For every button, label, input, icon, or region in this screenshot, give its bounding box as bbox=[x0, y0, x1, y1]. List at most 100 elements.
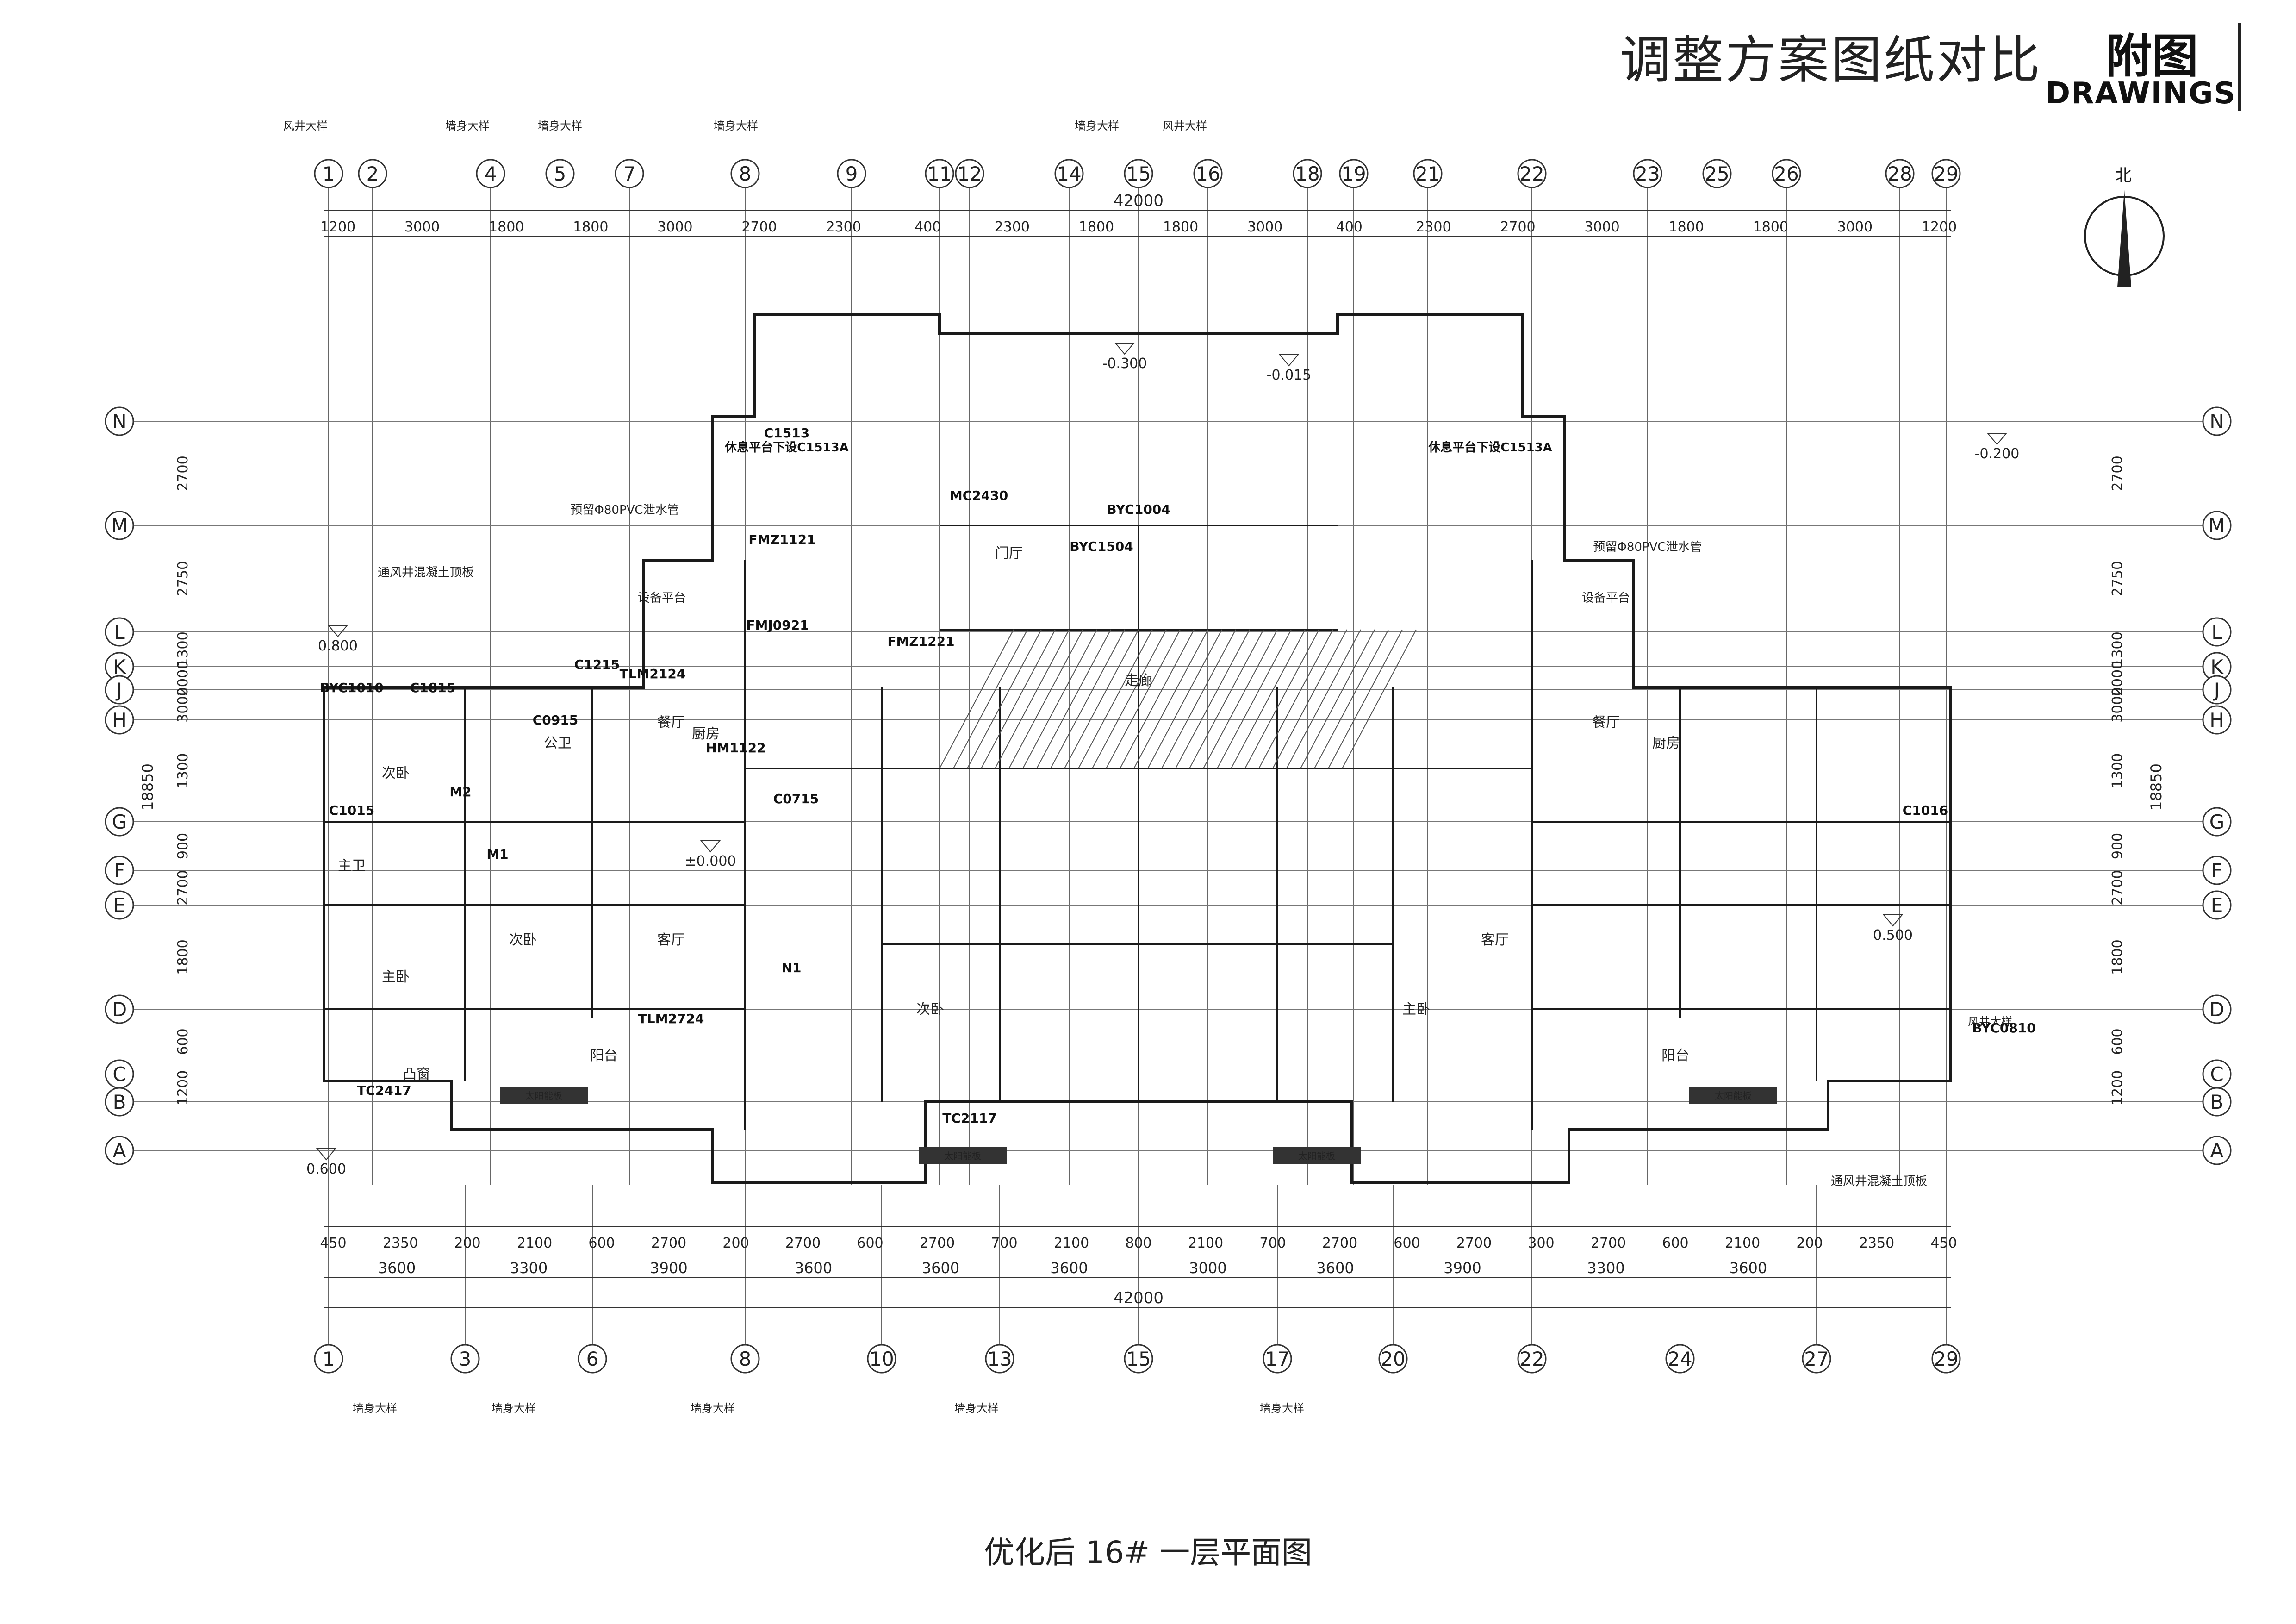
dim-bottom: 2700 bbox=[1591, 1235, 1626, 1251]
axis-bubble-row-H-left: H bbox=[105, 705, 134, 735]
rest-platform-note-right: 休息平台下设C1513A bbox=[1428, 440, 1552, 455]
dim-bottom-axis: 3600 bbox=[795, 1259, 832, 1277]
room-label: 次卧 bbox=[509, 932, 537, 948]
svg-text:17: 17 bbox=[1265, 1348, 1289, 1370]
axis-bubble-row-A-right: A bbox=[2202, 1136, 2232, 1165]
dim-left: 1200 bbox=[175, 1070, 191, 1106]
dim-top: 1800 bbox=[573, 219, 608, 235]
svg-text:M: M bbox=[111, 514, 128, 537]
svg-text:7: 7 bbox=[623, 162, 636, 185]
room-label: 主卧 bbox=[1402, 1001, 1430, 1018]
axis-bubble-bottom-1: 1 bbox=[314, 1344, 343, 1374]
shaft-detail-note: 风井大样 bbox=[1968, 1015, 2012, 1028]
svg-text:C: C bbox=[2210, 1063, 2223, 1086]
dim-left: 2700 bbox=[175, 456, 191, 491]
corridor-hatch bbox=[939, 629, 1417, 769]
axis-bubble-top-19: 19 bbox=[1339, 159, 1369, 188]
dim-bottom: 700 bbox=[1259, 1235, 1286, 1251]
dim-top: 1800 bbox=[1753, 219, 1788, 235]
dim-bottom-axis: 3600 bbox=[922, 1259, 959, 1277]
elevation-mark: ±0.000 bbox=[684, 840, 736, 869]
svg-text:M: M bbox=[2209, 514, 2225, 537]
axis-bubble-bottom-8: 8 bbox=[730, 1344, 760, 1374]
door-window-tag: MC2430 bbox=[950, 488, 1008, 503]
dim-left: 3000 bbox=[175, 687, 191, 722]
vent-shaft-note: 通风井混凝土顶板 bbox=[378, 566, 474, 580]
dim-top: 2300 bbox=[826, 219, 861, 235]
svg-text:18: 18 bbox=[1295, 162, 1319, 185]
door-window-tag: C0715 bbox=[773, 791, 819, 806]
svg-text:0.600: 0.600 bbox=[306, 1161, 346, 1177]
axis-bubble-top-22: 22 bbox=[1517, 159, 1547, 188]
elevation-mark: 0.500 bbox=[1873, 914, 1913, 943]
axis-bubble-bottom-6: 6 bbox=[578, 1344, 607, 1374]
room-label: 走廊 bbox=[1125, 673, 1152, 689]
axis-bubble-bottom-20: 20 bbox=[1378, 1344, 1408, 1374]
axis-bubble-row-J-right: J bbox=[2202, 675, 2232, 705]
door-window-tag: FMZ1121 bbox=[748, 532, 815, 547]
dim-top: 2300 bbox=[1416, 219, 1451, 235]
door-window-tag: TC2417 bbox=[357, 1083, 411, 1098]
svg-text:9: 9 bbox=[846, 162, 858, 185]
door-window-tag: C1513 bbox=[764, 425, 809, 441]
svg-text:6: 6 bbox=[586, 1348, 599, 1370]
appendix-tag: 附图 bbox=[2106, 29, 2198, 83]
svg-text:J: J bbox=[115, 679, 122, 701]
elevation-mark: -0.015 bbox=[1267, 354, 1311, 383]
dim-right: 3000 bbox=[2109, 687, 2126, 722]
axis-bubble-top-26: 26 bbox=[1772, 159, 1801, 188]
dim-bottom: 600 bbox=[588, 1235, 615, 1251]
axis-bubble-top-9: 9 bbox=[837, 159, 866, 188]
axis-bubble-row-G-right: G bbox=[2202, 807, 2232, 837]
svg-text:0.500: 0.500 bbox=[1873, 927, 1913, 943]
svg-text:15: 15 bbox=[1126, 162, 1151, 185]
axis-bubble-top-15: 15 bbox=[1124, 159, 1153, 188]
shaft-detail-note: 风井大样 bbox=[1163, 119, 1207, 132]
dim-right: 2750 bbox=[2109, 561, 2126, 596]
svg-text:-0.300: -0.300 bbox=[1102, 356, 1147, 372]
wall-detail-note: 墙身大样 bbox=[1260, 1402, 1304, 1415]
svg-text:太阳能板: 太阳能板 bbox=[944, 1150, 981, 1162]
svg-text:24: 24 bbox=[1668, 1348, 1692, 1370]
svg-text:22: 22 bbox=[1519, 1348, 1544, 1370]
svg-text:21: 21 bbox=[1415, 162, 1440, 185]
dim-right: 2000 bbox=[2109, 661, 2126, 696]
dim-right: 1800 bbox=[2109, 939, 2126, 974]
axis-bubble-top-21: 21 bbox=[1413, 159, 1443, 188]
wall-detail-note: 墙身大样 bbox=[691, 1402, 735, 1415]
dim-right: 1200 bbox=[2109, 1070, 2126, 1106]
axis-bubble-bottom-3: 3 bbox=[450, 1344, 480, 1374]
axis-bubble-row-K-left: K bbox=[105, 652, 134, 681]
wall-detail-note: 墙身大样 bbox=[353, 1402, 397, 1415]
door-window-tag: C0915 bbox=[533, 712, 578, 728]
axis-bubble-bottom-15: 15 bbox=[1124, 1344, 1153, 1374]
dim-left: 2750 bbox=[175, 561, 191, 596]
dim-right: 1300 bbox=[2109, 631, 2126, 667]
wall-detail-note: 墙身大样 bbox=[445, 119, 490, 132]
svg-text:太阳能板: 太阳能板 bbox=[1298, 1150, 1335, 1162]
dim-bottom-axis: 3600 bbox=[378, 1259, 416, 1277]
pvc-pipe-note: 预留Φ80PVC泄水管 bbox=[570, 503, 679, 517]
dim-top: 3000 bbox=[657, 219, 692, 235]
svg-text:太阳能板: 太阳能板 bbox=[525, 1090, 562, 1101]
equipment-platform-note-right: 设备平台 bbox=[1582, 591, 1630, 605]
door-window-tag: C1215 bbox=[574, 657, 620, 672]
shaft-detail-note: 风井大样 bbox=[283, 119, 328, 132]
axis-bubble-row-C-left: C bbox=[105, 1059, 134, 1089]
header: 调整方案图纸对比 附图 DRAWINGS bbox=[0, 0, 2296, 120]
axis-bubble-top-25: 25 bbox=[1702, 159, 1732, 188]
svg-text:A: A bbox=[113, 1139, 126, 1162]
dim-bottom: 800 bbox=[1125, 1235, 1151, 1251]
axis-bubble-bottom-27: 27 bbox=[1802, 1344, 1831, 1374]
svg-text:-0.200: -0.200 bbox=[1975, 446, 2020, 462]
dim-bottom-axis: 3600 bbox=[1730, 1259, 1767, 1277]
overall-dim-top: 42000 bbox=[1114, 192, 1164, 210]
svg-text:D: D bbox=[112, 998, 127, 1021]
dim-right: 600 bbox=[2109, 1028, 2126, 1055]
room-label: 客厅 bbox=[657, 932, 685, 948]
overall-dim-bottom: 42000 bbox=[1114, 1289, 1164, 1307]
